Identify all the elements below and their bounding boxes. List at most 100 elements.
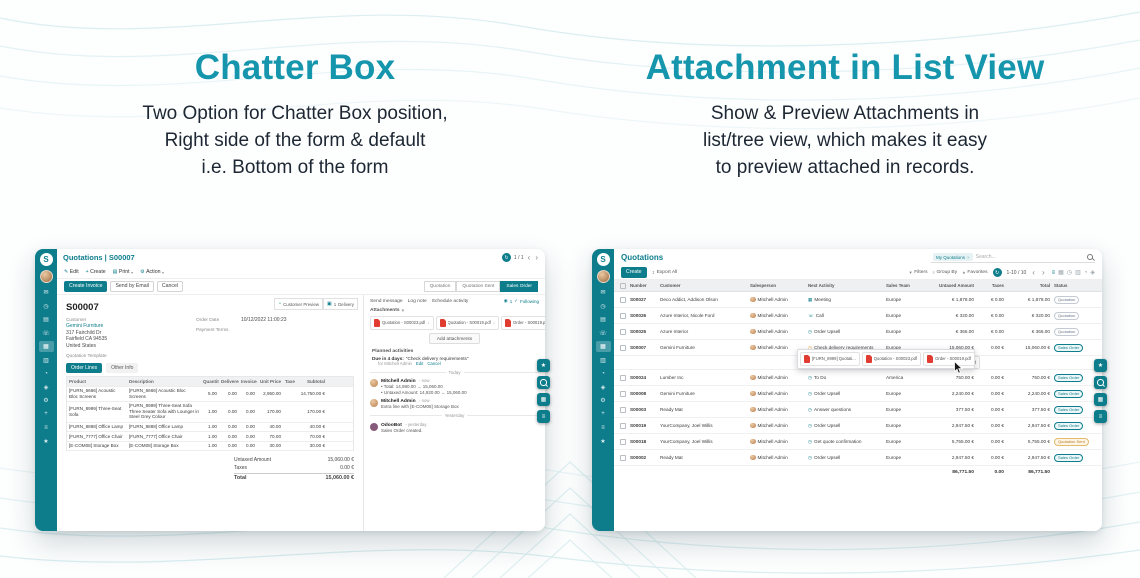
- search-fab-button[interactable]: [1094, 376, 1107, 389]
- message-avatar[interactable]: [370, 399, 378, 408]
- favorite-fab-button[interactable]: ★: [537, 359, 550, 372]
- sidebar-icon-favorites[interactable]: ★: [600, 438, 606, 445]
- order-line-row[interactable]: [E-COM08] Storage Box [E-COM08] Storage …: [67, 442, 353, 452]
- download-icon[interactable]: ↓: [427, 320, 430, 326]
- sidebar-icon-apps[interactable]: ≡: [601, 424, 605, 431]
- cell-next-activity[interactable]: ◷To Do: [806, 375, 884, 381]
- list-view-icon[interactable]: ≡: [1051, 269, 1056, 276]
- attachment-chip[interactable]: [FURN_8999] Quotati...: [800, 352, 860, 366]
- sidebar-icon-crm[interactable]: ☏: [42, 330, 50, 337]
- row-checkbox[interactable]: [620, 312, 626, 319]
- table-row[interactable]: S00008 Gemini Furniture Mitchell Admin ◷…: [614, 386, 1102, 402]
- kanban-view-icon[interactable]: ▦: [1058, 269, 1064, 276]
- log-note-button[interactable]: Log note: [407, 298, 427, 304]
- row-checkbox[interactable]: [620, 296, 626, 303]
- pager-previous-button[interactable]: ‹: [1032, 267, 1035, 277]
- pager-previous-button[interactable]: ‹: [527, 252, 531, 262]
- search-icon[interactable]: [1086, 253, 1093, 261]
- sidebar-icon-sales[interactable]: ▦: [595, 341, 611, 352]
- table-row[interactable]: S00002 Ready Mat Mitchell Admin ◷Order U…: [614, 450, 1102, 466]
- edit-button[interactable]: ✎ Edit: [64, 269, 79, 275]
- attachment-chip[interactable]: Order - S00019.pdf ↓: [501, 316, 545, 330]
- cell-next-activity[interactable]: ◷Order Upsell: [806, 423, 884, 429]
- cell-next-activity[interactable]: ◷Answer questions: [806, 407, 884, 413]
- cell-next-activity[interactable]: ◷Check delivery requirements: [806, 345, 884, 351]
- row-checkbox[interactable]: [620, 390, 626, 397]
- cell-next-activity[interactable]: ☏Call: [806, 313, 884, 319]
- message-avatar[interactable]: [370, 379, 378, 387]
- status-quotation[interactable]: Quotation: [423, 281, 457, 292]
- row-checkbox[interactable]: [620, 454, 626, 461]
- send-by-email-button[interactable]: Send by Email: [110, 281, 154, 292]
- tab-order-lines[interactable]: Order Lines: [66, 363, 103, 373]
- col-taxes[interactable]: Taxes: [285, 378, 295, 384]
- sidebar-icon-purchase[interactable]: +: [601, 411, 605, 417]
- sidebar-icon-dashboard[interactable]: ▥: [43, 357, 49, 364]
- attachment-chip[interactable]: Quotation - S00019.pdf ↓: [435, 316, 500, 330]
- download-icon[interactable]: ↓: [492, 320, 496, 326]
- order-line-row[interactable]: [FURN_6666] Acoustic Bloc Screens [FURN_…: [67, 387, 353, 402]
- table-row[interactable]: S00019 YourCompany, Joel Willis Mitchell…: [614, 418, 1102, 434]
- status-quotation-sent[interactable]: Quotation Sent: [456, 281, 501, 292]
- odoobot-avatar[interactable]: [370, 422, 378, 431]
- user-avatar[interactable]: [39, 269, 53, 283]
- col-subtotal[interactable]: Subtotal: [307, 378, 325, 384]
- sidebar-icon-inventory[interactable]: ◈: [43, 384, 49, 391]
- col-untaxed[interactable]: Untaxed Amount: [939, 283, 974, 288]
- sidebar-icon-apps[interactable]: ≡: [44, 424, 48, 431]
- refresh-button[interactable]: ↻: [501, 253, 511, 262]
- create-button[interactable]: Create: [621, 267, 647, 278]
- create-invoice-button[interactable]: Create Invoice: [64, 281, 108, 292]
- col-total[interactable]: Total: [1039, 283, 1050, 288]
- sidebar-icon-sales[interactable]: ▦: [38, 341, 54, 352]
- sidebar-icon-discuss[interactable]: ✉: [43, 290, 49, 296]
- order-line-row[interactable]: [FURN_7777] Office Chair [FURN_7777] Off…: [67, 432, 353, 442]
- order-line-row[interactable]: [FURN_8888] Office Lamp [FURN_8888] Offi…: [67, 423, 353, 433]
- select-all-checkbox[interactable]: [620, 282, 626, 289]
- sidebar-icon-project[interactable]: ◔: [601, 370, 605, 377]
- row-checkbox[interactable]: [620, 374, 626, 381]
- sidebar-icon-calendar[interactable]: ◷: [43, 303, 49, 310]
- row-checkbox[interactable]: [620, 422, 626, 429]
- sidebar-icon-dashboard[interactable]: ▥: [600, 357, 606, 364]
- table-row[interactable]: S00026 Azure Interior, Nicole Ford Mitch…: [614, 308, 1102, 324]
- message-author[interactable]: Mitchell Admin: [381, 379, 416, 384]
- graph-view-icon[interactable]: ◔: [1083, 269, 1088, 276]
- menu-fab-button[interactable]: ≡: [1094, 410, 1107, 423]
- sidebar-icon-purchase[interactable]: +: [44, 411, 48, 417]
- message-author[interactable]: Mitchell Admin: [381, 399, 416, 405]
- row-checkbox[interactable]: [620, 328, 626, 335]
- sidebar-icon-accounting[interactable]: ⚙: [600, 398, 606, 404]
- order-line-row[interactable]: [FURN_8999] Three-Seat Sofa [FURN_8999] …: [67, 402, 353, 423]
- delivery-smart-button[interactable]: ▣ 1 Delivery: [322, 298, 358, 310]
- col-next-activity[interactable]: Next Activity: [808, 283, 835, 288]
- facet-remove-icon[interactable]: ×: [967, 254, 970, 260]
- map-view-icon[interactable]: ◈: [1090, 269, 1095, 276]
- col-product[interactable]: Product: [69, 378, 87, 384]
- customer-name-link[interactable]: Gemini Furniture: [66, 323, 104, 329]
- col-description[interactable]: Description: [129, 378, 154, 384]
- table-row[interactable]: S00024 Lumber Inc Mitchell Admin ◷To Do …: [614, 370, 1102, 386]
- activity-item[interactable]: Due in 4 days: "Check delivery requireme…: [370, 356, 539, 366]
- col-taxes[interactable]: Taxes: [991, 283, 1004, 288]
- col-invoiced[interactable]: Invoiced: [241, 378, 257, 384]
- filters-button[interactable]: ▼ Filters: [909, 270, 928, 275]
- pager-next-button[interactable]: ›: [535, 252, 538, 262]
- col-delivered[interactable]: Delivered: [221, 378, 239, 384]
- send-message-button[interactable]: Send message: [370, 298, 403, 304]
- calendar-view-icon[interactable]: ◷: [1066, 269, 1073, 276]
- create-button[interactable]: + Create: [86, 269, 106, 275]
- sidebar-icon-discuss[interactable]: ✉: [600, 290, 606, 296]
- cell-next-activity[interactable]: ▦Meeting: [806, 297, 884, 303]
- export-all-button[interactable]: ↥ Export All: [652, 270, 678, 275]
- search-fab-button[interactable]: [537, 376, 550, 389]
- status-sales-order[interactable]: Sales Order: [500, 281, 538, 292]
- attachment-chip[interactable]: Quotation - S00023.pdf ↓: [370, 316, 434, 330]
- breadcrumb[interactable]: Quotations | S00007: [63, 253, 135, 262]
- col-quantity[interactable]: Quantity: [203, 378, 219, 384]
- table-row[interactable]: S00027 Deco Addict, Addison Olson Mitche…: [614, 292, 1102, 308]
- col-salesperson[interactable]: Salesperson: [750, 283, 777, 288]
- action-menu-button[interactable]: ⚙ Action ▾: [140, 269, 164, 275]
- user-avatar[interactable]: [596, 269, 610, 283]
- row-checkbox[interactable]: [620, 406, 626, 413]
